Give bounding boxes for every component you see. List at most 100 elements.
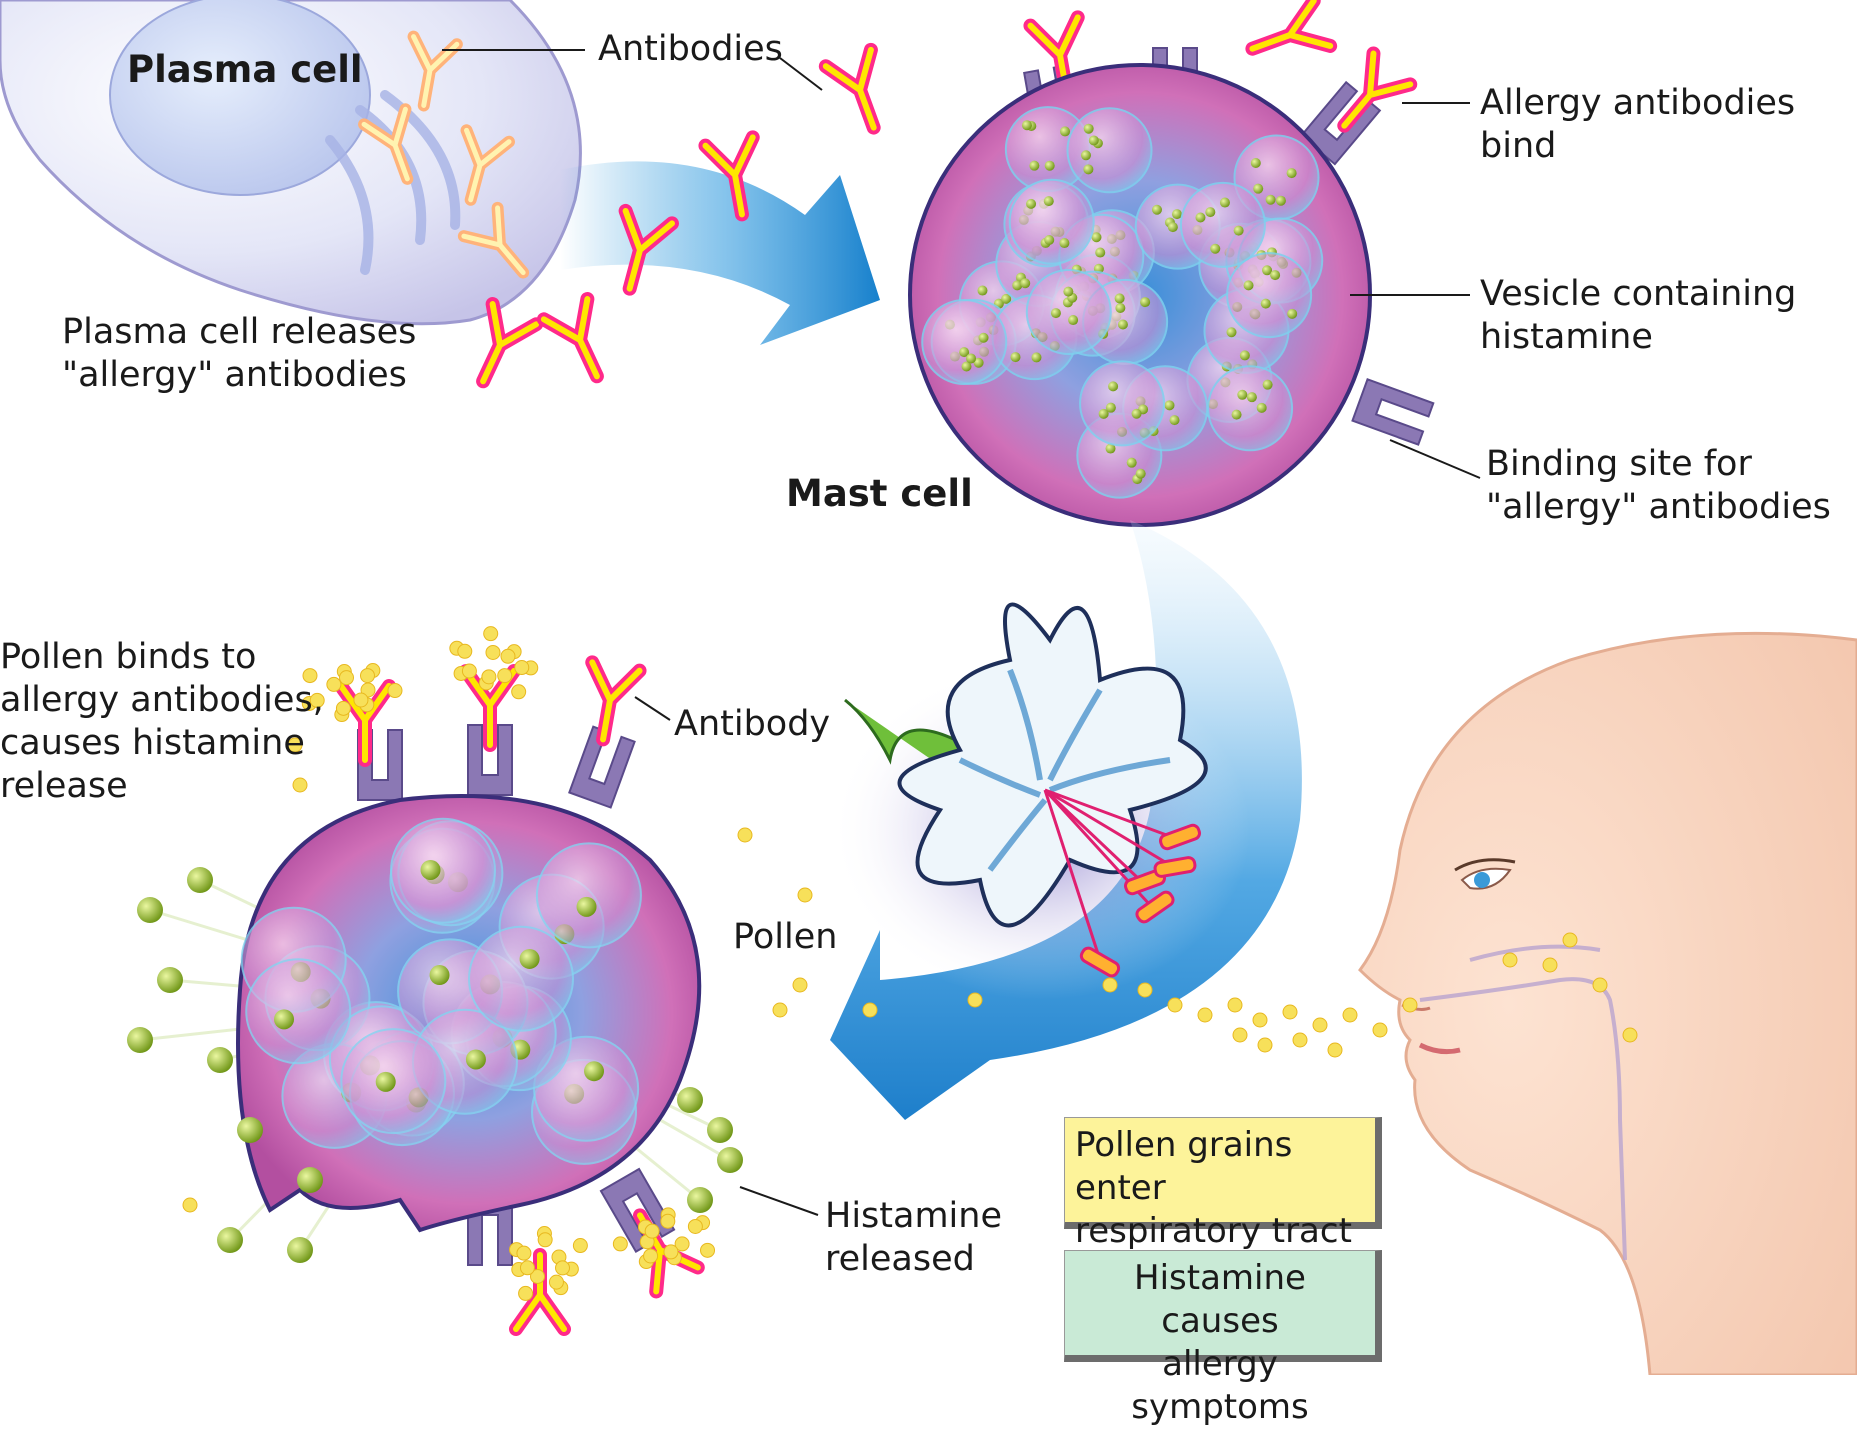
- label-pollen-binds: Pollen binds to allergy antibodies, caus…: [0, 637, 324, 806]
- label-histamine-released: Histamine released: [825, 1196, 1002, 1279]
- vesicle: [1008, 178, 1095, 265]
- pollen-grain: [1227, 997, 1243, 1013]
- pollen-grain: [511, 684, 527, 700]
- label-vesicle: Vesicle containing histamine: [1480, 274, 1797, 357]
- pollen-grain: [182, 1197, 198, 1213]
- histamine-granule: [217, 1227, 243, 1253]
- histamine-granule: [1195, 212, 1206, 223]
- histamine-granule: [1088, 135, 1099, 146]
- pollen-grain: [292, 777, 308, 793]
- pollen-grain: [387, 683, 403, 699]
- histamine-granule: [1151, 204, 1162, 215]
- histamine-granule: [677, 1087, 703, 1113]
- pollen-grain: [1402, 997, 1418, 1013]
- pollen-grain: [518, 1285, 534, 1301]
- box-histamine-causes: Histamine causes allergy symptoms: [1064, 1250, 1382, 1427]
- histamine-granule: [1286, 168, 1297, 179]
- histamine-granule: [1059, 238, 1070, 249]
- histamine-granule: [977, 285, 988, 296]
- pollen-grain: [555, 1260, 571, 1276]
- pollen-grain: [1592, 977, 1608, 993]
- vesicle: [1025, 268, 1112, 355]
- pollen-grain: [772, 1002, 788, 1018]
- pollen-grain: [1102, 977, 1118, 993]
- label-mast-cell: Mast cell: [786, 472, 973, 515]
- histamine-granule: [1063, 286, 1074, 297]
- histamine-granule: [1237, 389, 1248, 400]
- histamine-granule: [966, 353, 977, 364]
- pollen-grain: [514, 660, 530, 676]
- pollen-grain: [1137, 982, 1153, 998]
- pollen-grain: [302, 668, 318, 684]
- histamine-granule: [1171, 209, 1182, 220]
- pollen-grain: [737, 827, 753, 843]
- histamine-granule: [1105, 443, 1116, 454]
- label-pollen: Pollen: [733, 917, 838, 957]
- pollen-grain: [792, 977, 808, 993]
- histamine-granule: [1115, 302, 1126, 313]
- pollen-grain: [1282, 1004, 1298, 1020]
- label-binding-site: Binding site for "allergy" antibodies: [1486, 444, 1831, 527]
- pollen-grain: [1252, 1012, 1268, 1028]
- pollen-grain: [1327, 1042, 1343, 1058]
- histamine-granule: [1060, 126, 1071, 137]
- plasma-cell-illustration: [0, 0, 582, 326]
- pollen-grain: [309, 692, 325, 708]
- histamine-granule: [1050, 308, 1061, 319]
- histamine-granule: [1095, 247, 1106, 258]
- pollen-grain: [483, 626, 499, 642]
- histamine-granule: [978, 332, 989, 343]
- histamine-granule: [1260, 298, 1271, 309]
- pollen-grain: [485, 644, 501, 660]
- histamine-granule: [1135, 468, 1146, 479]
- histamine-granule: [1270, 270, 1281, 281]
- histamine-granule: [576, 896, 597, 917]
- histamine-granule: [1239, 350, 1250, 361]
- histamine-granule: [1226, 327, 1237, 338]
- histamine-granule: [1233, 225, 1244, 236]
- histamine-granule: [157, 967, 183, 993]
- pollen-grain: [644, 1223, 660, 1239]
- pollen-grain: [1372, 1022, 1388, 1038]
- histamine-granule: [959, 347, 970, 358]
- histamine-granule: [1246, 392, 1257, 403]
- histamine-granule: [1140, 297, 1151, 308]
- pollen-grain: [339, 670, 355, 686]
- histamine-granule: [207, 1047, 233, 1073]
- pollen-grain: [572, 1238, 588, 1254]
- leader-lines: [442, 49, 1481, 1216]
- pollen-grain: [797, 887, 813, 903]
- histamine-granule: [420, 859, 441, 880]
- vesicle: [921, 298, 1008, 385]
- histamine-granule: [1164, 400, 1175, 411]
- pollen-grain: [1167, 997, 1183, 1013]
- label-antibody: Antibody: [674, 704, 831, 744]
- histamine-granule: [1026, 198, 1037, 209]
- pollen-grain: [359, 668, 375, 684]
- pollen-grain: [353, 692, 369, 708]
- vesicle: [1066, 107, 1153, 194]
- histamine-granule: [717, 1147, 743, 1173]
- histamine-granule: [1287, 308, 1298, 319]
- histamine-granule: [1126, 457, 1137, 468]
- pollen-grain: [700, 1242, 716, 1258]
- pollen-grain: [1257, 1037, 1273, 1053]
- histamine-granule: [1098, 408, 1109, 419]
- histamine-granule: [1167, 222, 1178, 233]
- histamine-granule: [1114, 293, 1125, 304]
- label-antibodies: Antibodies: [598, 29, 783, 69]
- pollen-grain: [1232, 1027, 1248, 1043]
- pollen-grain: [687, 1218, 703, 1234]
- histamine-granule: [1265, 194, 1276, 205]
- lily-flower: [830, 602, 1250, 1000]
- pollen-grain: [516, 1245, 532, 1261]
- histamine-granule: [1012, 280, 1023, 291]
- mast-cell-illustration: [908, 1, 1435, 527]
- histamine-granule: [1083, 123, 1094, 134]
- histamine-granule: [1010, 352, 1021, 363]
- pollen-grain: [1502, 952, 1518, 968]
- pollen-grain: [612, 1236, 628, 1252]
- histamine-granule: [127, 1027, 153, 1053]
- histamine-granule: [465, 1049, 486, 1070]
- pollen-grain: [335, 700, 351, 716]
